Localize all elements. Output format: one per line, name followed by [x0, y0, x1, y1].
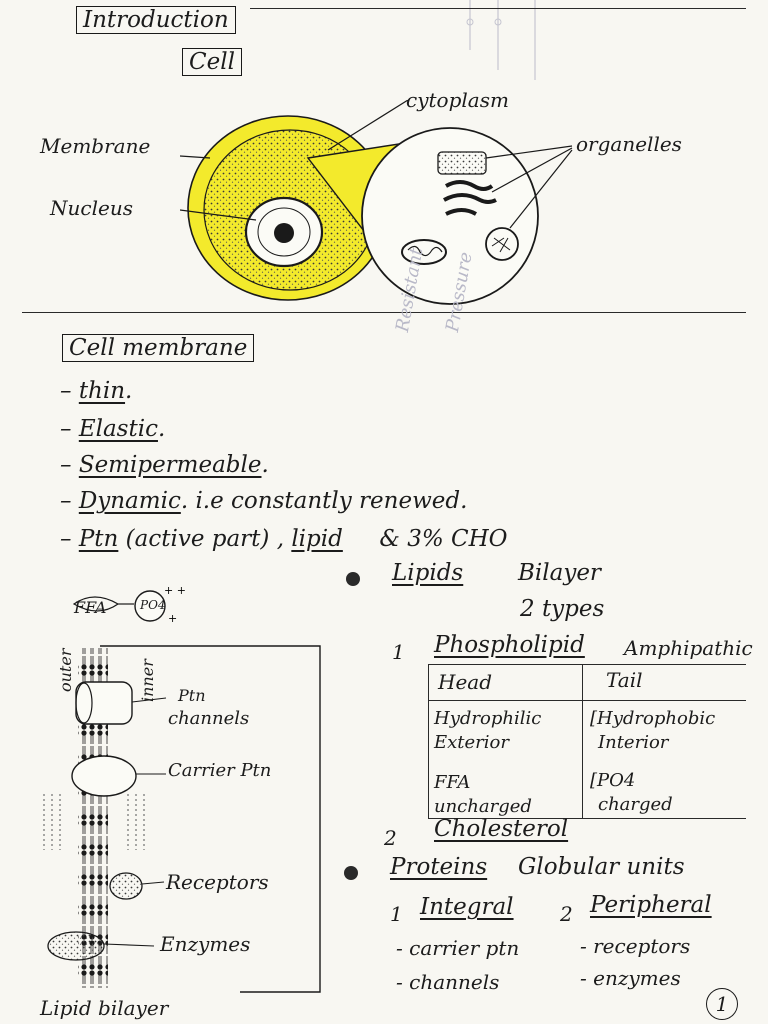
table-r2c2-a: [PO4 [590, 770, 636, 791]
page-subtitle: Cell [182, 48, 242, 76]
po4-label: PO4 [140, 598, 166, 612]
membrane-label: Membrane [40, 134, 151, 158]
cell-diagram [180, 100, 573, 305]
lipids-bullet-dot [346, 572, 360, 586]
channel-protein-shape [75, 681, 133, 725]
bullet-semipermeable: – Semipermeable. [60, 452, 269, 478]
receptors-label: Receptors [166, 870, 269, 894]
lipid-bilayer-caption: Lipid bilayer [40, 996, 169, 1020]
protein-num-2: 2 [560, 902, 573, 926]
peripheral-label: Peripheral [590, 892, 712, 918]
po4-head-shape [134, 590, 166, 622]
bullet-elastic: – Elastic. [60, 416, 166, 442]
table-head-col1: Head [438, 670, 493, 694]
inner-label: inner [138, 659, 157, 702]
integral-item-2: - channels [396, 970, 500, 994]
membrane-diagram: + + + [43, 584, 321, 993]
carrier-protein-shape [71, 755, 137, 797]
lipids-count: 2 types [520, 596, 605, 622]
nucleus-label: Nucleus [50, 196, 133, 220]
svg-text:+ +: + + [164, 584, 186, 597]
proteins-heading: Proteins [390, 854, 488, 880]
integral-item-1: - carrier ptn [396, 936, 520, 960]
phospholipid-label: Phospholipid [434, 632, 585, 658]
lipids-heading: Lipids [392, 560, 464, 586]
carrier-label: Carrier Ptn [168, 760, 272, 781]
mitochondria-icon [401, 239, 447, 265]
organelles-label: organelles [576, 132, 682, 156]
amphipathic-label: Amphipathic [624, 636, 753, 660]
channels-label-2: channels [168, 708, 250, 729]
proteins-bullet-dot [344, 866, 358, 880]
top-divider [250, 8, 746, 10]
proteins-desc: Globular units [518, 854, 685, 880]
bullet-ptn: – Ptn (active part) , lipid & 3% CHO [60, 526, 508, 552]
protein-num-1: 1 [390, 902, 403, 926]
peripheral-item-1: - receptors [580, 934, 691, 958]
integral-label: Integral [420, 894, 514, 920]
page-number: 1 [706, 988, 738, 1020]
faint-marks [466, 0, 536, 80]
peripheral-item-2: - enzymes [580, 966, 681, 990]
lipids-type: Bilayer [518, 560, 601, 586]
enzymes-label: Enzymes [160, 932, 251, 956]
bullet-dynamic: – Dynamic. i.e constantly renewed. [60, 488, 468, 514]
table-head-col2: Tail [606, 668, 643, 692]
page-title: Introduction [76, 6, 236, 34]
lipid-num-2: 2 [384, 826, 397, 850]
table-r2c1-a: FFA [434, 772, 471, 793]
channels-label-1: Ptn [178, 686, 206, 705]
cytoplasm-label: cytoplasm [406, 88, 509, 112]
section-divider [22, 312, 746, 314]
golgi-icon [437, 151, 487, 175]
svg-text:+: + [168, 612, 177, 625]
enzyme-shape [47, 931, 105, 961]
bullet-thin: – thin. [60, 378, 133, 404]
receptor-shape [109, 872, 143, 900]
table-r1c1-b: Exterior [434, 732, 509, 753]
table-r1c1-a: Hydrophilic [434, 708, 542, 729]
outer-label: outer [56, 648, 75, 692]
table-r1c2-b: Interior [598, 732, 669, 753]
ffa-label: FFA [74, 598, 107, 617]
table-r2c2-b: charged [598, 794, 673, 815]
table-r1c2-a: [Hydrophobic [590, 708, 716, 729]
section-title: Cell membrane [62, 334, 255, 362]
cholesterol-label: Cholesterol [434, 816, 569, 842]
er-icon [443, 180, 497, 216]
lipid-num-1: 1 [392, 640, 405, 664]
table-r2c1-b: uncharged [434, 796, 532, 817]
